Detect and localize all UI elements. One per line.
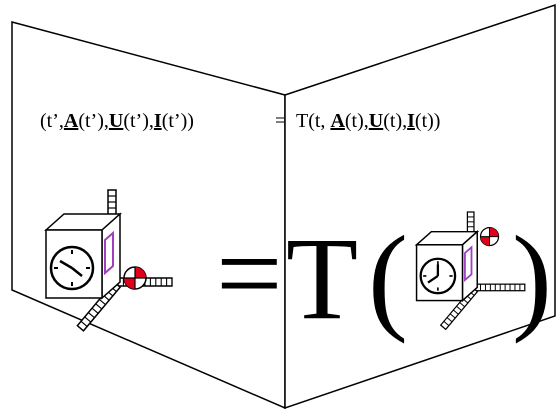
- lhs-run: U: [109, 110, 123, 132]
- rhs-run: A: [330, 110, 345, 132]
- big-close-paren: ): [512, 211, 552, 344]
- rhs-run: U: [369, 110, 383, 132]
- lhs-run: (t’,: [40, 110, 64, 132]
- lhs-run: (t’),: [78, 110, 109, 132]
- formula-lhs: (t’,A(t’),U(t’),I(t’)): [40, 110, 194, 132]
- big-open-paren: (: [368, 211, 408, 344]
- lhs-run: (t’)): [162, 110, 194, 132]
- rhs-run: (t)): [415, 110, 441, 132]
- clock-cube-frame-icon: [44, 189, 173, 332]
- target-marker-icon: [479, 226, 500, 247]
- rhs-run: I: [407, 110, 415, 132]
- lhs-run: (t’),: [123, 110, 154, 132]
- big-operator-T: T: [286, 213, 358, 344]
- rhs-run: (t),: [345, 110, 369, 132]
- formula-rhs: T(t, A(t),U(t),I(t)): [296, 110, 440, 132]
- right-panel: [284, 3, 556, 410]
- big-equals-sign: =: [216, 208, 283, 339]
- target-marker-icon: [123, 266, 147, 290]
- clock-cube-frame-icon: [414, 211, 526, 330]
- rhs-run: T(t,: [296, 110, 330, 132]
- formula-equals: =: [275, 110, 286, 132]
- rhs-run: (t),: [383, 110, 407, 132]
- lhs-run: A: [64, 110, 79, 132]
- lhs-run: I: [154, 110, 162, 132]
